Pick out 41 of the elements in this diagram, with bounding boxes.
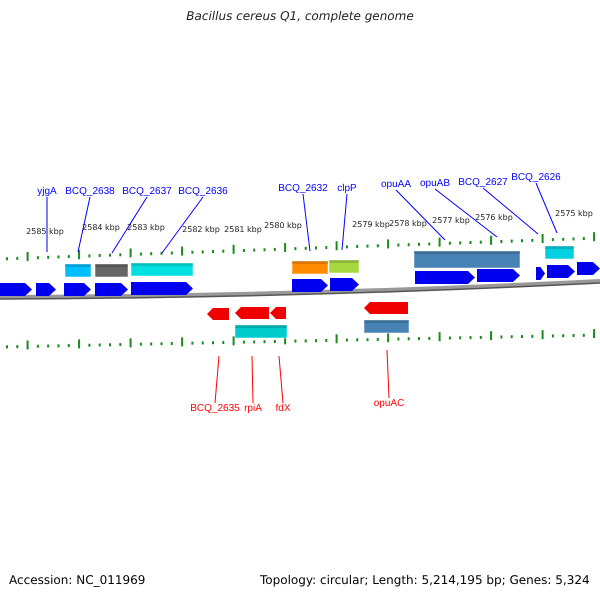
scale-label: 2577 kbp: [432, 217, 470, 226]
leader-line: [396, 190, 446, 240]
leader-line: [536, 182, 558, 234]
gene-label: BCQ_2627: [458, 177, 508, 188]
footer-note: Accession: NC_011969: [9, 574, 146, 588]
scale-label: 2582 kbp: [182, 226, 220, 235]
gene-label: BCQ_2635: [190, 403, 240, 414]
gene-label: fdX: [276, 403, 290, 414]
gene-label: opuAB: [420, 178, 450, 189]
scale-label: 2583 kbp: [127, 224, 165, 233]
gene-label: yjgA: [37, 186, 57, 197]
scale-label: 2580 kbp: [264, 222, 302, 231]
scale-label: 2581 kbp: [224, 226, 262, 235]
gene-label: clpP: [337, 183, 357, 194]
leader-line: [302, 194, 310, 252]
leader-line: [214, 356, 220, 404]
gene-label: BCQ_2626: [511, 172, 561, 183]
leader-line: [482, 188, 538, 234]
scale-label: 2576 kbp: [475, 214, 513, 223]
gene-label: rpiA: [244, 403, 262, 414]
diagram-title: Bacillus cereus Q1, complete genome: [186, 10, 414, 24]
scale-label: 2585 kbp: [26, 228, 64, 237]
scale-label: 2579 kbp: [352, 221, 390, 230]
leader-line: [46, 196, 48, 252]
leader-line: [342, 194, 348, 250]
leader-line: [386, 350, 390, 398]
gene-label: BCQ_2637: [122, 186, 172, 197]
gene-label: BCQ_2636: [178, 186, 228, 197]
gene-label: opuAA: [380, 179, 412, 190]
gene-label: opuAC: [374, 398, 404, 409]
gene-label: BCQ_2638: [65, 186, 115, 197]
gene-label: BCQ_2632: [278, 183, 328, 194]
leader-line: [278, 356, 284, 404]
leader-line: [434, 188, 498, 238]
footer-note: Topology: circular; Length: 5,214,195 bp; Genes: 5,324: [260, 574, 590, 588]
leader-line: [252, 356, 254, 404]
leader-line: [112, 196, 148, 254]
scale-label: 2575 kbp: [555, 210, 593, 219]
leader-line: [162, 196, 204, 254]
scale-label: 2578 kbp: [389, 220, 427, 228]
leader-line: [78, 196, 90, 252]
